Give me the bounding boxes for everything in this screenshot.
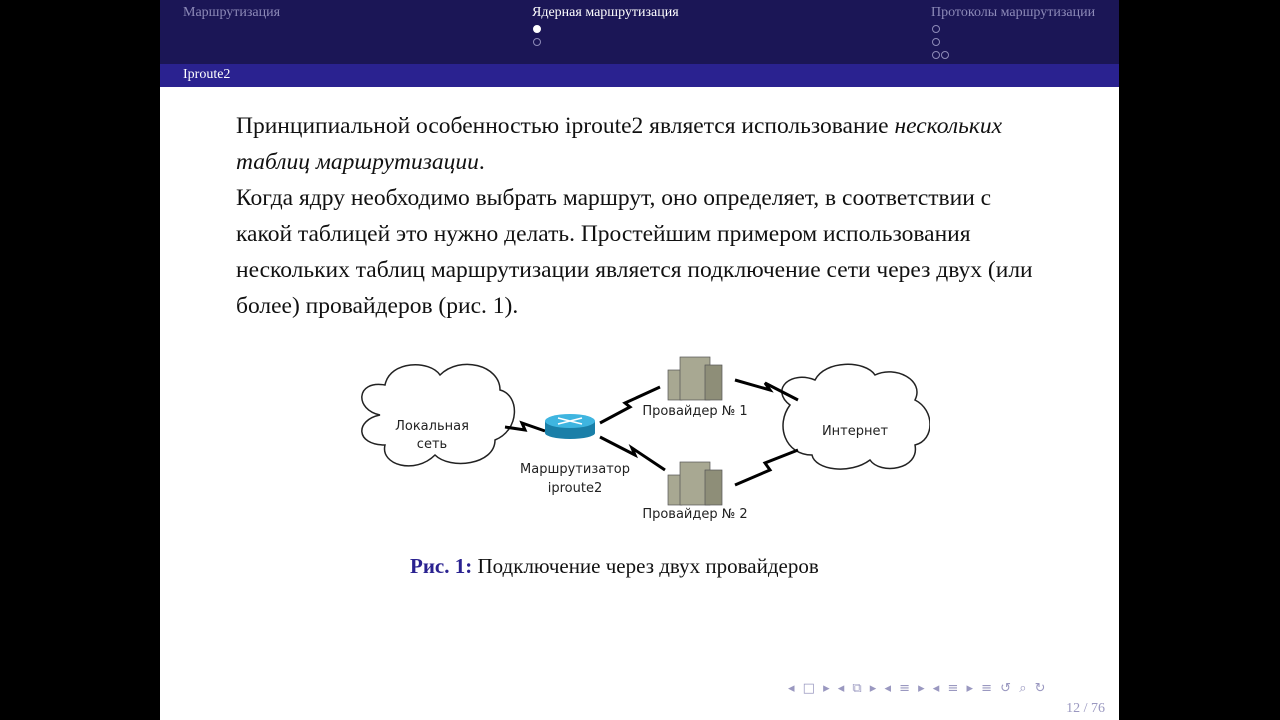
- lan-label: Локальная: [395, 419, 469, 434]
- isp2-label: Провайдер № 2: [642, 507, 747, 522]
- figure-caption: Рис. 1: Подключение через двух провайдер…: [410, 554, 819, 579]
- slide-dot[interactable]: [533, 38, 541, 46]
- network-diagram: Локальная сеть Интернет Провайдер № 1 Пр…: [361, 356, 930, 522]
- links: [504, 378, 799, 487]
- router-label: Маршрутизатор: [520, 462, 630, 477]
- internet-cloud: Интернет: [781, 363, 930, 470]
- link-isp2-internet: [734, 448, 799, 487]
- internet-label: Интернет: [822, 424, 889, 439]
- page-number: 12 / 76: [1066, 701, 1105, 716]
- isp1-building-icon: [667, 356, 723, 401]
- lan-cloud: Локальная сеть: [361, 363, 516, 467]
- link-router-isp1: [599, 385, 661, 425]
- navigation-header: Маршрутизация Ядерная маршрутизация Прот…: [160, 0, 1119, 64]
- link-isp1-internet: [734, 378, 799, 402]
- body-text: .: [478, 149, 485, 175]
- caption-text: Подключение через двух провайдеров: [472, 554, 819, 578]
- lan-label: сеть: [417, 437, 447, 452]
- link-lan-router: [504, 420, 546, 433]
- caption-label: Рис. 1:: [410, 554, 473, 578]
- slide-dots: [932, 24, 950, 63]
- slide-dot[interactable]: [941, 51, 949, 59]
- emphasis-text: нескольких таблиц маршрутизации: [236, 113, 1003, 175]
- section-link-kernel-routing[interactable]: Ядерная маршрутизация: [532, 5, 679, 20]
- section-link-routing[interactable]: Маршрутизация: [183, 5, 281, 20]
- slide-body: Принципиальной особенностью iproute2 явл…: [236, 108, 1036, 324]
- slide-dots: [533, 24, 542, 50]
- isp2-building-icon: [667, 461, 723, 506]
- body-text: Принципиальной особенностью iproute2 явл…: [236, 113, 895, 139]
- isp1-label: Провайдер № 1: [642, 404, 747, 419]
- slide-dot[interactable]: [932, 51, 940, 59]
- link-router-isp2: [599, 435, 666, 472]
- section-link-protocols[interactable]: Протоколы маршрутизации: [931, 5, 1096, 20]
- slide-dot[interactable]: [932, 38, 940, 46]
- slide: Маршрутизация Ядерная маршрутизация Прот…: [160, 0, 1119, 720]
- slide-dot[interactable]: [533, 25, 541, 33]
- subsection-title: Iproute2: [160, 64, 1119, 87]
- slide-dot[interactable]: [932, 25, 940, 33]
- router-icon: [545, 414, 595, 439]
- body-text: Когда ядру необходимо выбрать маршрут, о…: [236, 185, 1033, 319]
- router-label: iproute2: [548, 481, 602, 496]
- beamer-navigation-controls[interactable]: ◂ □ ▸ ◂ ⧉ ▸ ◂ ≡ ▸ ◂ ≡ ▸ ≡ ↺ ⌕ ↻: [788, 681, 1048, 696]
